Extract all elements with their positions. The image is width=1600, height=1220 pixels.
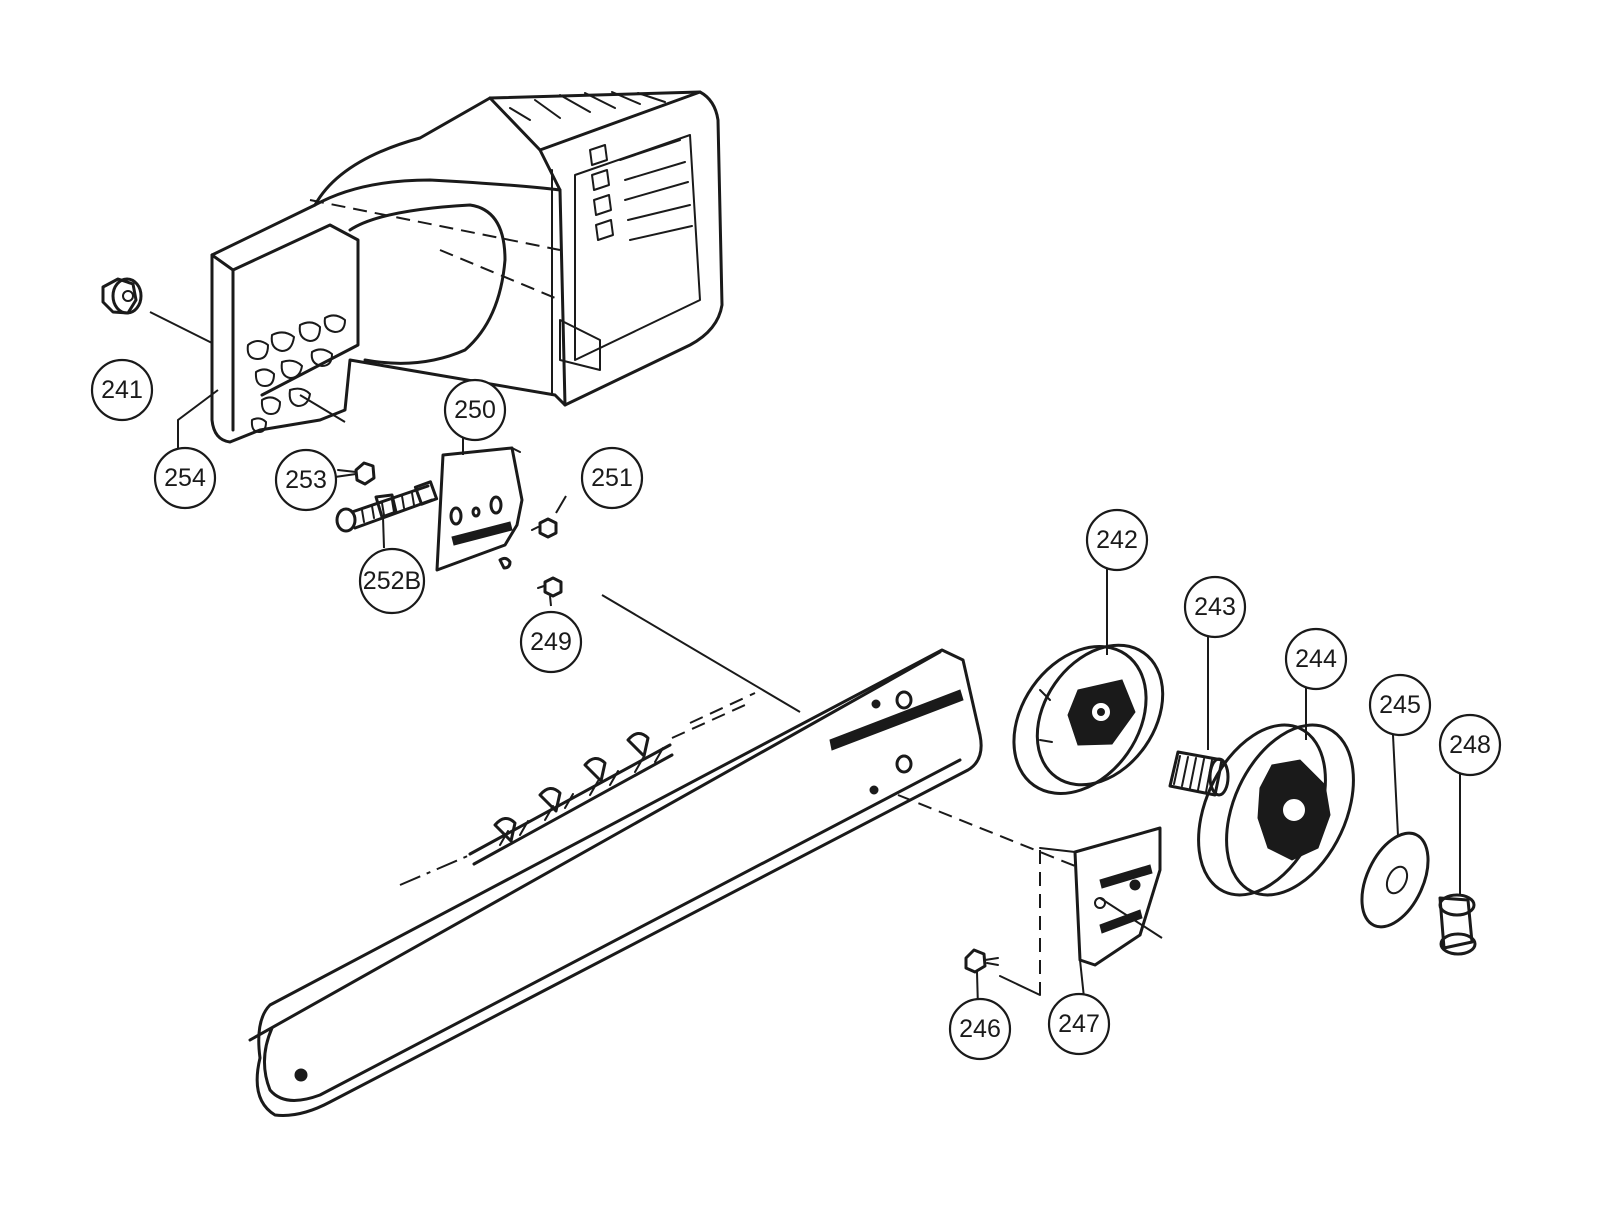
part-253-bolt <box>337 461 376 486</box>
callout-label-249: 249 <box>530 628 572 656</box>
part-250-inner-plate <box>435 428 524 572</box>
callout-label-250: 250 <box>454 396 496 424</box>
callout-label-248: 248 <box>1449 731 1491 759</box>
part-242-clutch <box>1012 568 1165 795</box>
callout-label-252B: 252B <box>363 567 421 595</box>
part-245-washer <box>1360 714 1430 929</box>
callout-label-253: 253 <box>285 466 327 494</box>
callout-245: 245 <box>1368 673 1432 737</box>
callout-247: 247 <box>1047 992 1111 1056</box>
callout-252B: 252B <box>358 547 426 615</box>
housing-cover <box>210 90 724 444</box>
callout-250: 250 <box>443 378 507 442</box>
part-249-screw <box>537 576 563 607</box>
callout-243: 243 <box>1183 575 1247 639</box>
callout-label-246: 246 <box>959 1015 1001 1043</box>
saw-chain <box>399 692 756 886</box>
callout-241: 241 <box>90 358 154 422</box>
part-244-clutch-drum <box>1197 685 1355 897</box>
callout-label-242: 242 <box>1096 526 1138 554</box>
part-243-needle-bearing <box>1168 635 1230 797</box>
callout-label-245: 245 <box>1379 691 1421 719</box>
part-247-outer-plate <box>897 794 1163 1008</box>
callout-label-243: 243 <box>1194 593 1236 621</box>
callout-253: 253 <box>274 448 338 512</box>
housing-front-holes <box>246 314 346 433</box>
callout-label-244: 244 <box>1295 645 1337 673</box>
callout-244: 244 <box>1284 627 1348 691</box>
callout-label-241: 241 <box>101 376 143 404</box>
callout-label-247: 247 <box>1058 1010 1100 1038</box>
callout-246: 246 <box>948 997 1012 1061</box>
part-241-nut <box>101 277 213 344</box>
callout-label-251: 251 <box>591 464 633 492</box>
guide-bar <box>248 648 983 1117</box>
part-252B-tensioner-screw <box>335 480 439 549</box>
callout-249: 249 <box>519 610 583 674</box>
callout-251: 251 <box>580 446 644 510</box>
callout-242: 242 <box>1085 508 1149 572</box>
callout-248: 248 <box>1438 713 1502 777</box>
part-251-screw <box>531 495 567 539</box>
callout-254: 254 <box>153 446 217 510</box>
part-248-bushing <box>1438 762 1477 956</box>
callout-label-254: 254 <box>164 464 206 492</box>
